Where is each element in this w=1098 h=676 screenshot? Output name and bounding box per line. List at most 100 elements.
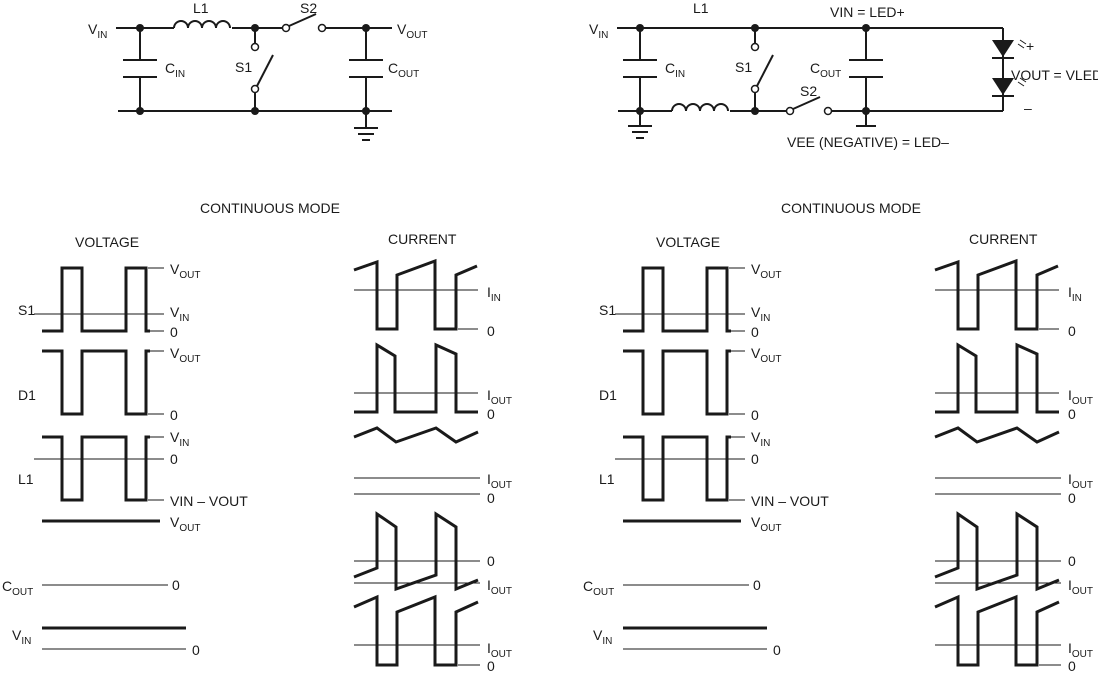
label-s1-current-zero: 0	[487, 323, 495, 339]
label-vout-line: VOUT	[170, 514, 200, 534]
capacitor-cout	[849, 59, 883, 78]
label-vin-led-plus: VIN = LED+	[830, 4, 905, 20]
label-s1-current-zero: 0	[1068, 323, 1076, 339]
left-waveforms: CONTINUOUS MODE VOLTAGE CURRENT S1 D1 L1…	[2, 200, 512, 674]
switch-s1	[250, 42, 274, 94]
label-l1-current-zero: 0	[1068, 490, 1076, 506]
label-s1-zero: 0	[170, 324, 178, 340]
row-label-s1: S1	[18, 302, 35, 318]
led-string	[992, 39, 1027, 97]
label-l1-current-zero: 0	[487, 490, 495, 506]
label-l1-vin-minus-vout: VIN – VOUT	[170, 493, 248, 509]
label-minus: –	[1024, 100, 1032, 116]
voltage-d1-waveform	[42, 349, 164, 416]
label-s2: S2	[800, 83, 817, 99]
label-cout-zero: 0	[753, 577, 761, 593]
row-label-l1: L1	[18, 471, 34, 487]
label-vout: VOUT	[397, 21, 427, 41]
ground-symbol	[354, 127, 378, 141]
row-label-d1: D1	[599, 387, 617, 403]
label-l1-vin: VIN	[170, 429, 189, 449]
voltage-s1-waveform	[615, 266, 745, 333]
voltage-header: VOLTAGE	[656, 234, 720, 250]
label-d1-vout: VOUT	[170, 345, 200, 365]
label-s1: S1	[735, 59, 752, 75]
label-vee-led-minus: VEE (NEGATIVE) = LED–	[787, 134, 949, 150]
label-plus: +	[1026, 38, 1034, 54]
current-l1-iout-line	[354, 477, 480, 495]
voltage-l1-waveform	[615, 435, 745, 502]
mode-title: CONTINUOUS MODE	[781, 200, 921, 216]
label-cout-iout: IOUT	[487, 577, 512, 597]
label-s1-vout: VOUT	[170, 261, 200, 281]
voltage-vin-waveform	[623, 626, 767, 650]
label-iin: IIN	[1068, 284, 1082, 304]
label-cout-current-zero: 0	[1068, 553, 1076, 569]
row-label-cout: COUT	[2, 578, 33, 598]
label-cout: COUT	[810, 60, 841, 80]
label-cout: COUT	[388, 60, 419, 80]
row-label-d1: D1	[18, 387, 36, 403]
current-vin-waveform	[353, 594, 480, 667]
current-header: CURRENT	[388, 231, 457, 247]
label-vout-line: VOUT	[751, 514, 781, 534]
current-cout-waveform	[353, 511, 480, 592]
label-cin: CIN	[665, 60, 685, 80]
inductor-l1	[671, 103, 729, 112]
label-l1-zero: 0	[751, 451, 759, 467]
label-l1-zero: 0	[170, 451, 178, 467]
ground-symbol	[628, 125, 652, 139]
switch-s2	[785, 96, 833, 116]
label-l1-iout: IOUT	[487, 471, 512, 491]
label-vin-zero: 0	[773, 642, 781, 658]
label-d1-zero: 0	[751, 407, 759, 423]
label-d1-zero: 0	[170, 407, 178, 423]
capacitor-cout	[349, 59, 383, 78]
current-l1-waveform	[353, 426, 479, 444]
label-d1-current-zero: 0	[487, 406, 495, 422]
current-header: CURRENT	[969, 231, 1038, 247]
label-vin-current-zero: 0	[1068, 658, 1076, 674]
label-cout-current-zero: 0	[487, 553, 495, 569]
right-waveforms: CONTINUOUS MODE VOLTAGE CURRENT S1 D1 L1…	[583, 200, 1093, 674]
label-l1-vin-minus-vout: VIN – VOUT	[751, 493, 829, 509]
label-cin: CIN	[165, 60, 185, 80]
capacitor-cin	[123, 59, 157, 78]
row-label-cout: COUT	[583, 578, 614, 598]
label-d1-current-zero: 0	[1068, 406, 1076, 422]
switch-s2	[281, 13, 327, 33]
label-s2: S2	[300, 0, 317, 16]
label-d1-iout: IOUT	[487, 387, 512, 407]
right-schematic: VIN L1 VIN = LED+ + CIN S1 COUT VOUT = V…	[589, 0, 1098, 150]
inductor-l1	[173, 20, 231, 29]
current-d1-waveform	[354, 342, 478, 414]
label-s1-vin: VIN	[751, 304, 770, 324]
voltage-vin-waveform	[42, 626, 186, 650]
label-s1-vout: VOUT	[751, 261, 781, 281]
row-label-s1: S1	[599, 302, 616, 318]
voltage-s1-waveform	[34, 266, 164, 333]
current-s1-waveform	[934, 258, 1059, 331]
label-vin-current-zero: 0	[487, 658, 495, 674]
voltage-header: VOLTAGE	[75, 234, 139, 250]
label-iin: IIN	[487, 284, 501, 304]
label-s1-vin: VIN	[170, 304, 189, 324]
label-l1-vin: VIN	[751, 429, 770, 449]
row-label-vin: VIN	[12, 627, 31, 647]
label-vin-iout: IOUT	[487, 640, 512, 660]
label-cout-zero: 0	[172, 577, 180, 593]
row-label-vin: VIN	[593, 627, 612, 647]
current-l1-waveform	[934, 426, 1060, 444]
label-s1: S1	[235, 59, 252, 75]
label-vin-zero: 0	[192, 642, 200, 658]
current-vin-waveform	[934, 594, 1061, 667]
current-s1-waveform	[353, 258, 478, 331]
current-cout-waveform	[934, 511, 1061, 592]
label-vin: VIN	[88, 21, 107, 41]
voltage-l1-waveform	[34, 435, 164, 502]
voltage-d1-waveform	[623, 349, 745, 416]
label-l1: L1	[693, 0, 709, 16]
label-l1: L1	[193, 0, 209, 16]
current-l1-iout-line	[935, 477, 1061, 495]
